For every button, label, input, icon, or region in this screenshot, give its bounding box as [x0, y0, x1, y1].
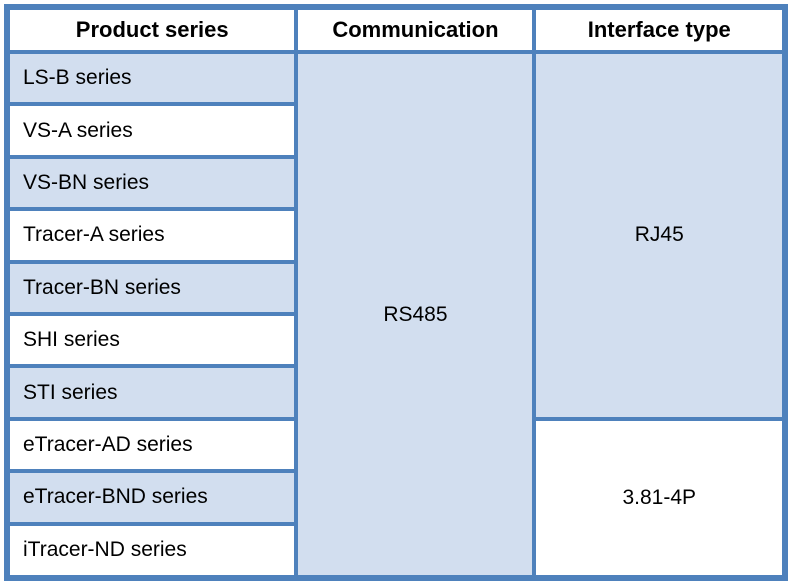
- product-series-cell: STI series: [4, 364, 299, 421]
- header-row: Product series Communication Interface t…: [4, 5, 787, 54]
- table-row: SHI series: [4, 312, 785, 369]
- product-spec-table: Product series Communication Interface t…: [4, 4, 788, 581]
- table-row: eTracer-AD series 3.81-4P: [4, 416, 787, 581]
- interface-type-cell: 3.81-4P: [532, 416, 787, 581]
- product-series-cell: Tracer-A series: [4, 207, 299, 264]
- table-row: iTracer-ND series: [4, 521, 785, 581]
- product-series-cell: eTracer-BND series: [4, 469, 299, 526]
- table-row: Tracer-A series: [4, 207, 785, 264]
- product-series-cell: Tracer-BN series: [4, 259, 299, 317]
- product-series-cell: LS-B series: [4, 49, 299, 107]
- col-header-communication: Communication: [294, 5, 537, 54]
- table-row: eTracer-BND series: [4, 469, 785, 526]
- product-series-cell: VS-A series: [4, 102, 299, 159]
- product-series-cell: iTracer-ND series: [4, 521, 299, 581]
- table-row: Tracer-BN series: [4, 259, 785, 317]
- product-series-cell: VS-BN series: [4, 154, 299, 212]
- communication-cell: RS485: [294, 50, 537, 580]
- col-header-interface-type: Interface type: [532, 5, 787, 54]
- table-row: VS-A series: [4, 102, 785, 159]
- col-header-product-series: Product series: [4, 5, 299, 54]
- table-row: STI series: [4, 364, 785, 421]
- interface-type-cell: RJ45: [532, 50, 787, 421]
- product-series-cell: eTracer-AD series: [4, 416, 299, 474]
- table-row: VS-BN series: [4, 154, 785, 212]
- product-series-cell: SHI series: [4, 312, 299, 369]
